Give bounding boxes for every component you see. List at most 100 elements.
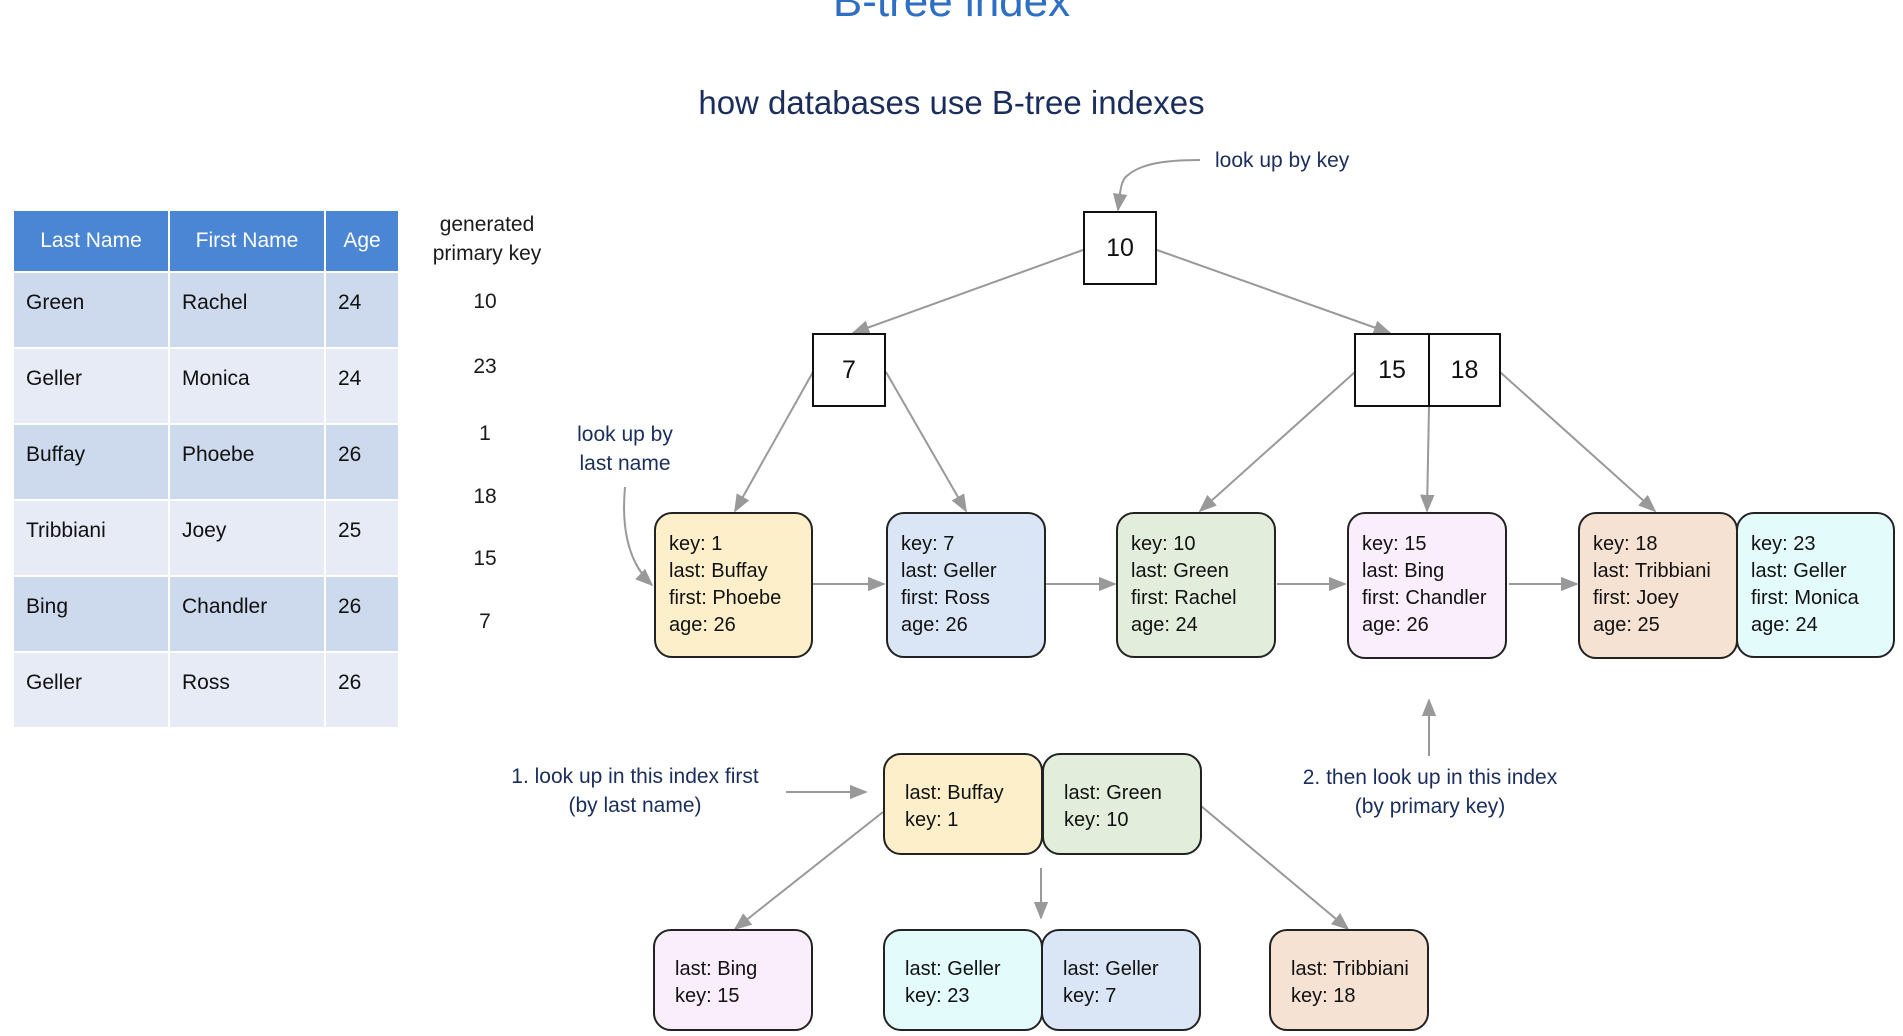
cell-age: 26 xyxy=(324,423,400,501)
edge-15-18-leaf4 xyxy=(1420,406,1435,513)
sec-key: key: 18 xyxy=(1291,985,1356,1007)
leaf-last: last: Buffay xyxy=(669,560,768,582)
cell-age: 26 xyxy=(324,651,400,729)
tree-right-key-1: 15 xyxy=(1354,333,1430,407)
leaf-node: key: 23 last: Geller first: Monica age: … xyxy=(1736,512,1895,658)
secondary-leaf: last: Tribbiani key: 18 xyxy=(1269,929,1429,1031)
lookup-key-arrow xyxy=(1113,159,1201,212)
cell-first: Phoebe xyxy=(168,423,326,501)
header-last-name: Last Name xyxy=(12,209,170,273)
sec-last: last: Bing xyxy=(675,958,758,980)
edge-sec-right xyxy=(1200,805,1350,931)
tree-left-key: 7 xyxy=(812,333,886,407)
leaf-key: key: 15 xyxy=(1362,533,1427,555)
secondary-root-entry: last: Buffay key: 1 xyxy=(883,753,1043,855)
lookup-last-line2: last name xyxy=(579,452,671,475)
table-row: Geller Ross 26 xyxy=(12,651,400,729)
primary-key-value: 23 xyxy=(473,355,497,378)
table-header-row: Last Name First Name Age xyxy=(12,209,400,273)
leaf-key: key: 23 xyxy=(1751,533,1816,555)
cell-last: Tribbiani xyxy=(12,499,170,577)
cell-last: Buffay xyxy=(12,423,170,501)
sec-last: last: Green xyxy=(1064,782,1162,804)
cell-first: Joey xyxy=(168,499,326,577)
sec-last: last: Buffay xyxy=(905,782,1004,804)
primary-key-header: generated primary key xyxy=(420,210,554,268)
page-title: B-tree index xyxy=(832,0,1071,26)
header-first-name: First Name xyxy=(168,209,326,273)
leaf-last: last: Geller xyxy=(901,560,997,582)
sec-key: key: 7 xyxy=(1063,985,1117,1007)
sec-key: key: 23 xyxy=(905,985,970,1007)
table-row: Tribbiani Joey 25 xyxy=(12,499,400,577)
secondary-root-entry: last: Green key: 10 xyxy=(1042,753,1202,855)
lookup-key-label: look up by key xyxy=(1215,149,1350,172)
cell-last: Green xyxy=(12,271,170,349)
leaf-key: key: 18 xyxy=(1593,533,1658,555)
data-table: Last Name First Name Age Green Rachel 24… xyxy=(12,209,400,729)
step2-label: 2. then look up in this index (by primar… xyxy=(1280,763,1580,821)
leaf-age: age: 26 xyxy=(901,614,968,636)
leaf-first: first: Phoebe xyxy=(669,587,782,609)
lookup-last-label: look up by last name xyxy=(545,420,705,478)
primary-key-value: 1 xyxy=(479,422,491,445)
secondary-leaf: last: Geller key: 23 xyxy=(883,929,1043,1031)
table-row: Bing Chandler 26 xyxy=(12,575,400,653)
step1-line1: 1. look up in this index first xyxy=(511,765,759,788)
cell-age: 25 xyxy=(324,499,400,577)
step1-line2: (by last name) xyxy=(568,794,702,817)
primary-key-header-line1: generated xyxy=(439,213,535,236)
leaf-key: key: 7 xyxy=(901,533,955,555)
leaf-last: last: Green xyxy=(1131,560,1229,582)
primary-key-header-line2: primary key xyxy=(432,242,542,265)
step2-line2: (by primary key) xyxy=(1354,795,1506,818)
cell-last: Geller xyxy=(12,651,170,729)
secondary-leaf: last: Bing key: 15 xyxy=(653,929,813,1031)
cell-first: Rachel xyxy=(168,271,326,349)
sec-last: last: Geller xyxy=(905,958,1001,980)
leaf-age: age: 26 xyxy=(1362,614,1429,636)
tree-root-key: 10 xyxy=(1083,211,1157,285)
primary-key-value: 10 xyxy=(473,290,497,313)
leaf-node: key: 18 last: Tribbiani first: Joey age:… xyxy=(1578,512,1738,659)
cell-last: Bing xyxy=(12,575,170,653)
step1-label: 1. look up in this index first (by last … xyxy=(485,762,785,820)
lookup-last-arrow xyxy=(623,486,654,587)
leaf-first: first: Monica xyxy=(1751,587,1859,609)
sec-key: key: 10 xyxy=(1064,809,1129,831)
cell-first: Monica xyxy=(168,347,326,425)
edge-15-leaf3 xyxy=(1198,371,1356,513)
leaf-node: key: 1 last: Buffay first: Phoebe age: 2… xyxy=(654,512,813,658)
edge-7-leaf1 xyxy=(734,371,814,513)
table-row: Green Rachel 24 xyxy=(12,271,400,349)
edge-root-right xyxy=(1156,249,1392,335)
leaf-first: first: Rachel xyxy=(1131,587,1237,609)
leaf-age: age: 25 xyxy=(1593,614,1660,636)
leaf-node: key: 15 last: Bing first: Chandler age: … xyxy=(1347,512,1507,659)
edge-18-leaf5 xyxy=(1499,371,1657,513)
leaf-age: age: 24 xyxy=(1131,614,1198,636)
leaf-node: key: 10 last: Green first: Rachel age: 2… xyxy=(1116,512,1276,658)
sec-last: last: Geller xyxy=(1063,958,1159,980)
table-row: Buffay Phoebe 26 xyxy=(12,423,400,501)
leaf-key: key: 1 xyxy=(669,533,723,555)
primary-key-value: 18 xyxy=(473,485,497,508)
step2-line1: 2. then look up in this index xyxy=(1302,766,1558,789)
leaf-age: age: 24 xyxy=(1751,614,1818,636)
edge-sec-left xyxy=(733,811,884,931)
table-row: Geller Monica 24 xyxy=(12,347,400,425)
primary-key-value: 15 xyxy=(473,547,497,570)
cell-first: Chandler xyxy=(168,575,326,653)
primary-key-value: 7 xyxy=(479,610,491,633)
secondary-leaf: last: Geller key: 7 xyxy=(1041,929,1201,1031)
leaf-last: last: Bing xyxy=(1362,560,1445,582)
sec-last: last: Tribbiani xyxy=(1291,958,1409,980)
cell-age: 24 xyxy=(324,271,400,349)
leaf-age: age: 26 xyxy=(669,614,736,636)
cell-age: 24 xyxy=(324,347,400,425)
edge-root-left xyxy=(851,249,1084,335)
leaf-first: first: Joey xyxy=(1593,587,1679,609)
cell-age: 26 xyxy=(324,575,400,653)
header-age: Age xyxy=(324,209,400,273)
